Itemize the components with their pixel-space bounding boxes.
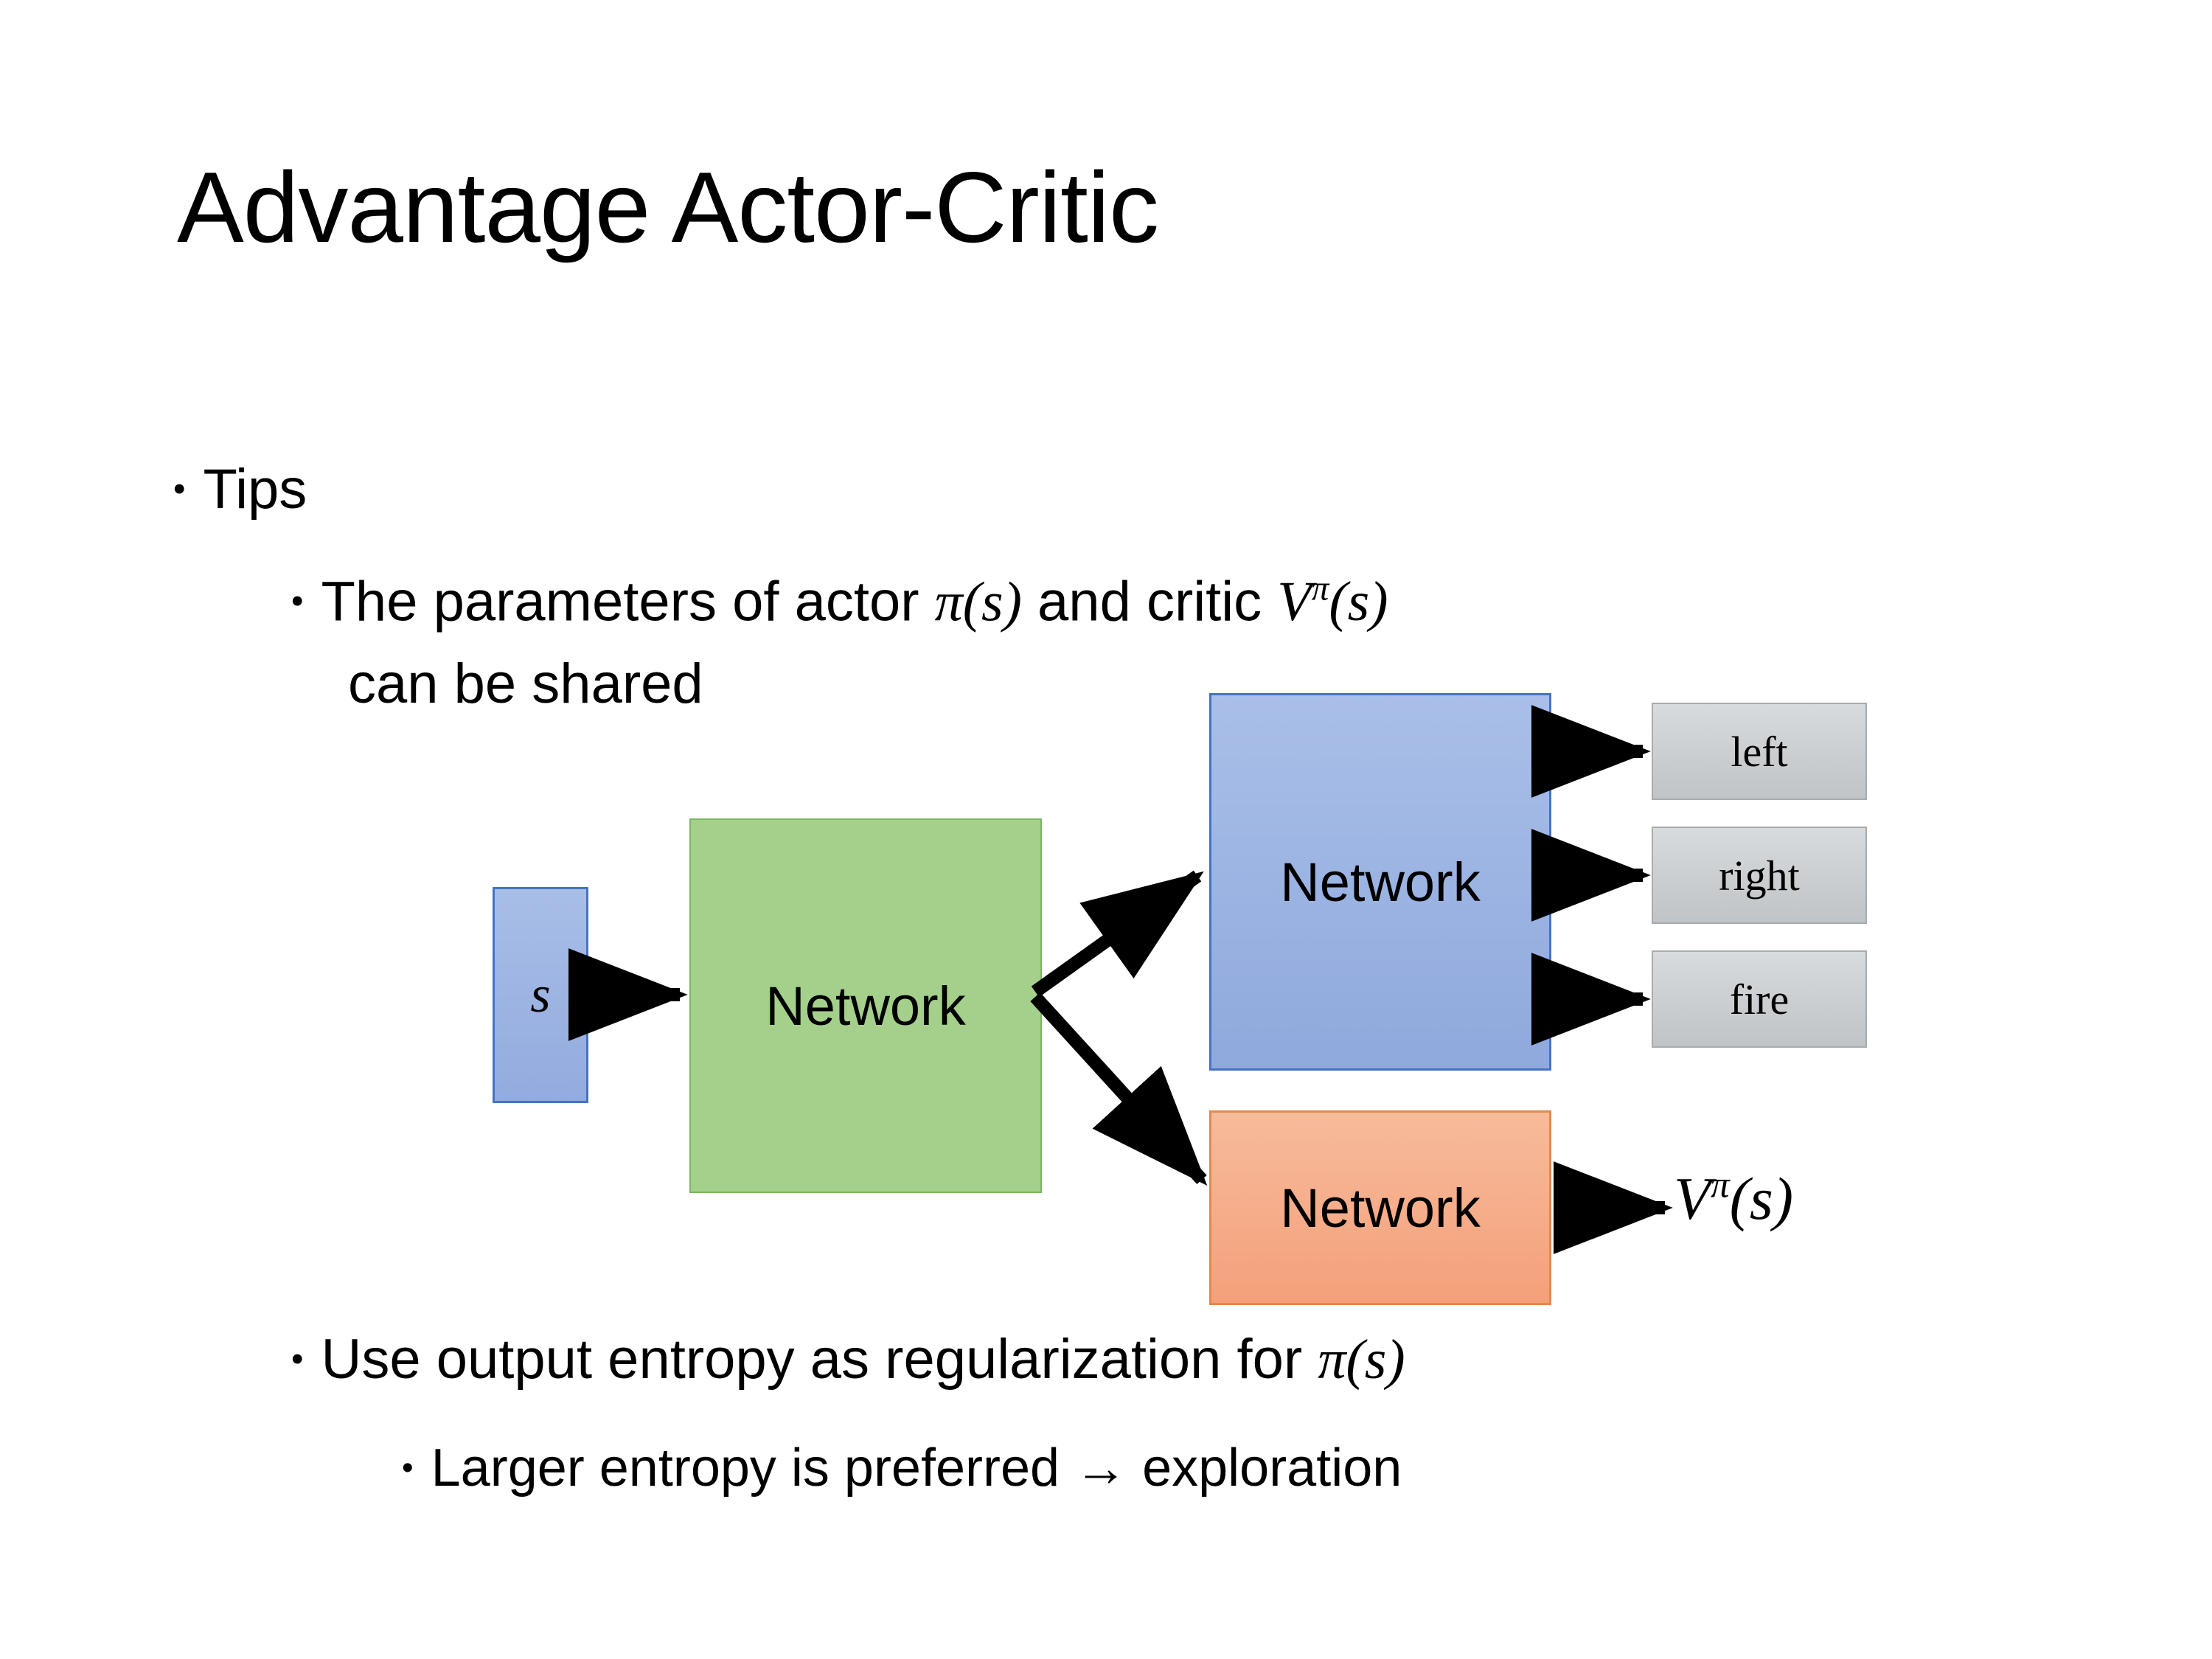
bullet-entropy-text: Use output entropy as regularization for [321,1328,1318,1391]
bullet-entropy-regularization: • Use output entropy as regularization fo… [291,1327,1405,1392]
math-critic-arg: (s) [1329,571,1388,633]
bullet-dot-icon: • [173,468,186,508]
action-label-right: right [1719,851,1800,900]
action-box-right: right [1652,827,1867,924]
shared-network-label: Network [765,975,966,1037]
state-input-label: s [530,966,551,1023]
math-critic-base: V [1277,571,1312,633]
diagram-node-actor-network: Network [1209,693,1551,1071]
bullet-tips-label: Tips [203,458,307,521]
math-critic-superscript: π [1311,570,1329,608]
action-box-fire: fire [1652,950,1867,1048]
bullet-dot-icon: • [291,580,304,620]
page-title: Advantage Actor-Critic [177,151,1159,263]
value-base: V [1674,1165,1711,1233]
bullet-dot-icon: • [402,1450,414,1486]
actor-network-label: Network [1280,851,1481,913]
bullet-params-text-pre: The parameters of actor [321,570,935,633]
value-output-label: Vπ(s) [1674,1164,1793,1234]
diagram-node-critic-network: Network [1209,1110,1551,1305]
value-superscript: π [1711,1164,1730,1206]
bullet-larger-text: Larger entropy is preferred → exploratio… [431,1439,1402,1498]
diagram-node-state-input: s [493,887,588,1103]
action-label-fire: fire [1729,975,1790,1023]
action-box-left: left [1652,703,1867,800]
bullet-tips: • Tips [173,457,307,521]
bullet-larger-entropy: • Larger entropy is preferred → explorati… [402,1438,1402,1498]
diagram-node-shared-network: Network [689,818,1042,1193]
math-entropy-pi-s: π(s) [1318,1329,1405,1391]
value-arg: (s) [1729,1165,1794,1233]
bullet-params-text-mid: and critic [1021,570,1278,633]
math-actor-pi-s: π(s) [934,571,1022,633]
bullet-dot-icon: • [291,1338,304,1378]
math-value-v-pi-s: Vπ(s) [1674,1164,1794,1233]
bullet-shared-parameters: • The parameters of actor π(s) and critic… [291,569,1388,634]
action-label-left: left [1731,727,1788,776]
math-critic-v-pi-s: Vπ(s) [1277,570,1388,633]
arrow-shared-to-critic [1030,992,1208,1186]
arrow-shared-to-actor [1031,870,1204,998]
bullet-shared-parameters-line2: can be shared [348,653,703,715]
critic-network-label: Network [1280,1177,1481,1239]
